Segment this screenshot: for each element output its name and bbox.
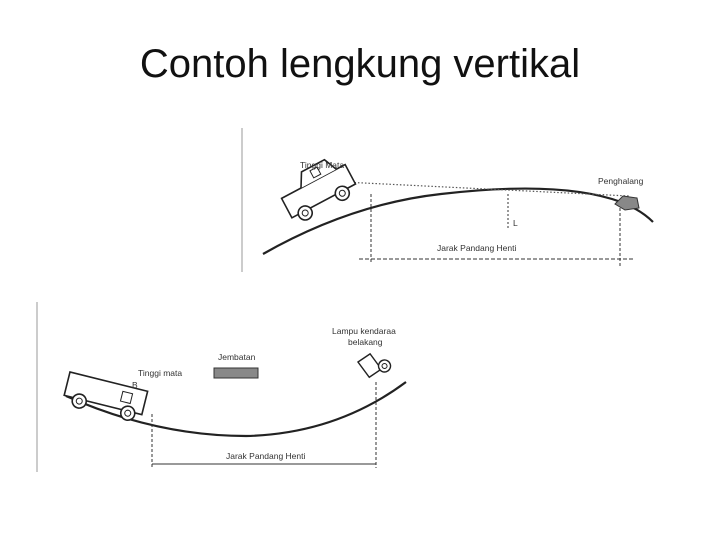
bridge-label: Jembatan bbox=[218, 352, 256, 362]
rear-lamp-label-line1: Lampu kendaraa bbox=[332, 326, 396, 336]
crest-curve-diagram: Tinggi Mata Penghalang Jarak Pandang Hen… bbox=[241, 128, 654, 272]
eye-height-label: Tinggi mata bbox=[138, 368, 182, 378]
sag-curve-diagram: B Tinggi mata Jembatan Lampu kendaraa be… bbox=[36, 302, 407, 472]
rear-lamp-vehicle-icon bbox=[357, 352, 392, 379]
curve-length-symbol: L bbox=[513, 218, 518, 228]
obstacle-icon bbox=[614, 195, 640, 211]
eye-height-label: Tinggi Mata bbox=[300, 160, 344, 170]
car-icon bbox=[280, 158, 357, 221]
rear-lamp-label-line2: belakang bbox=[348, 337, 383, 347]
car-label: B bbox=[132, 380, 138, 390]
sight-line bbox=[322, 180, 630, 197]
stopping-distance-label: Jarak Pandang Henti bbox=[437, 243, 516, 253]
obstacle-label: Penghalang bbox=[598, 176, 644, 186]
bridge-icon bbox=[213, 367, 259, 379]
stopping-distance-label: Jarak Pandang Henti bbox=[226, 451, 305, 461]
sag-curve-figure: B Tinggi mata Jembatan Lampu kendaraa be… bbox=[36, 296, 430, 476]
crest-curve-figure: Tinggi Mata Penghalang Jarak Pandang Hen… bbox=[241, 124, 687, 274]
car-icon bbox=[63, 371, 149, 421]
slide-title: Contoh lengkung vertikal bbox=[139, 42, 581, 86]
